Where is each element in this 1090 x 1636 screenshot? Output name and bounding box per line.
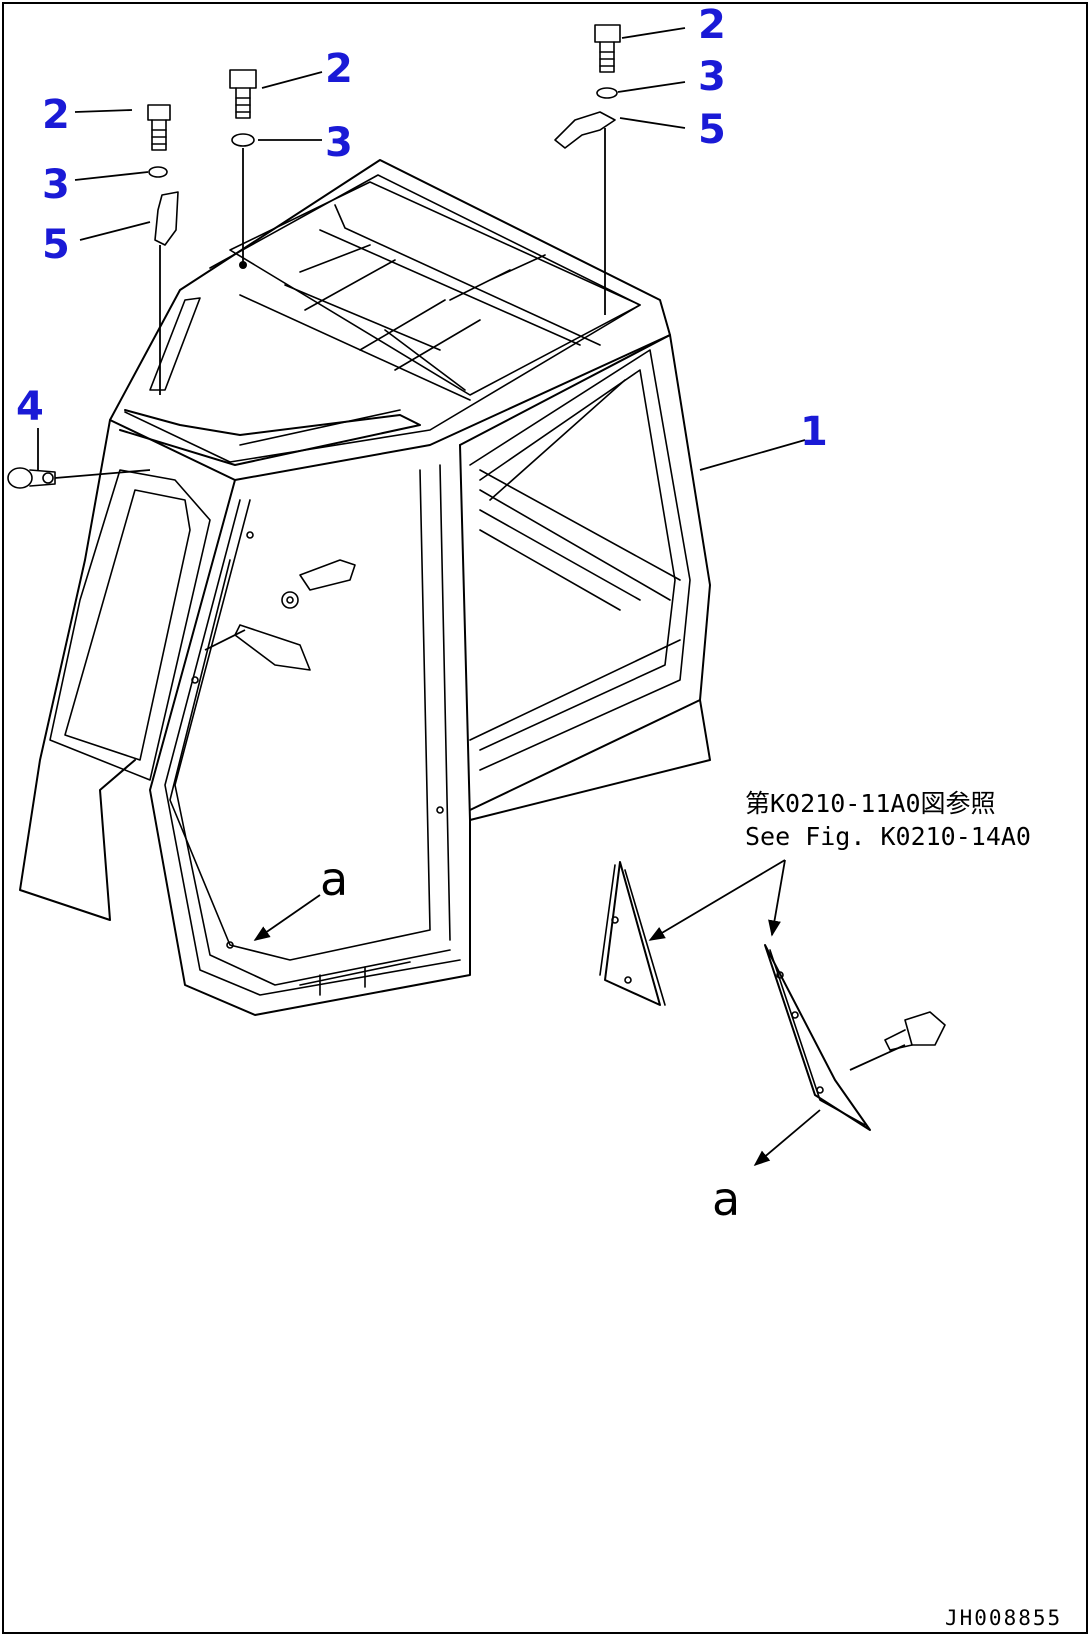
detail-bolt	[884, 1011, 946, 1051]
callout-2-left: 2	[42, 92, 70, 138]
bracket-left	[154, 191, 179, 246]
bracket-right	[554, 111, 616, 149]
callout-5-left: 5	[42, 222, 70, 268]
callout-3-left: 3	[42, 162, 70, 208]
bolt-side	[7, 467, 56, 489]
callout-4: 4	[16, 384, 44, 430]
view-marker-a-main: a	[320, 852, 348, 906]
leader-lines	[37, 27, 806, 471]
callout-2-right: 2	[698, 2, 726, 48]
callout-3-middle: 3	[325, 120, 353, 166]
bolt-left	[147, 104, 171, 151]
triangle-plate-right	[764, 944, 871, 1131]
bolt-right	[594, 24, 621, 73]
drawing-code: JH008855	[945, 1606, 1062, 1630]
washer-middle	[231, 133, 255, 147]
reference-text-jp: 第K0210-11A0図参照	[745, 789, 996, 818]
view-marker-a-detail: a	[712, 1172, 740, 1226]
cab-inner-bracket	[204, 559, 356, 671]
reference-arrow-right	[768, 859, 786, 937]
triangle-plate-left	[599, 861, 666, 1006]
callout-5-right: 5	[698, 107, 726, 153]
callout-3-right: 3	[698, 54, 726, 100]
callout-1: 1	[800, 409, 828, 455]
reference-text-en: See Fig. K0210-14A0	[745, 822, 1031, 851]
cab-frame	[19, 159, 711, 1016]
callout-2-middle: 2	[325, 46, 353, 92]
washer-left	[148, 166, 168, 178]
view-arrow-detail	[753, 1109, 821, 1167]
reference-arrow-left	[648, 859, 786, 941]
washer-right	[596, 87, 618, 99]
bolt-middle	[229, 69, 257, 119]
view-arrow-main	[253, 894, 321, 941]
